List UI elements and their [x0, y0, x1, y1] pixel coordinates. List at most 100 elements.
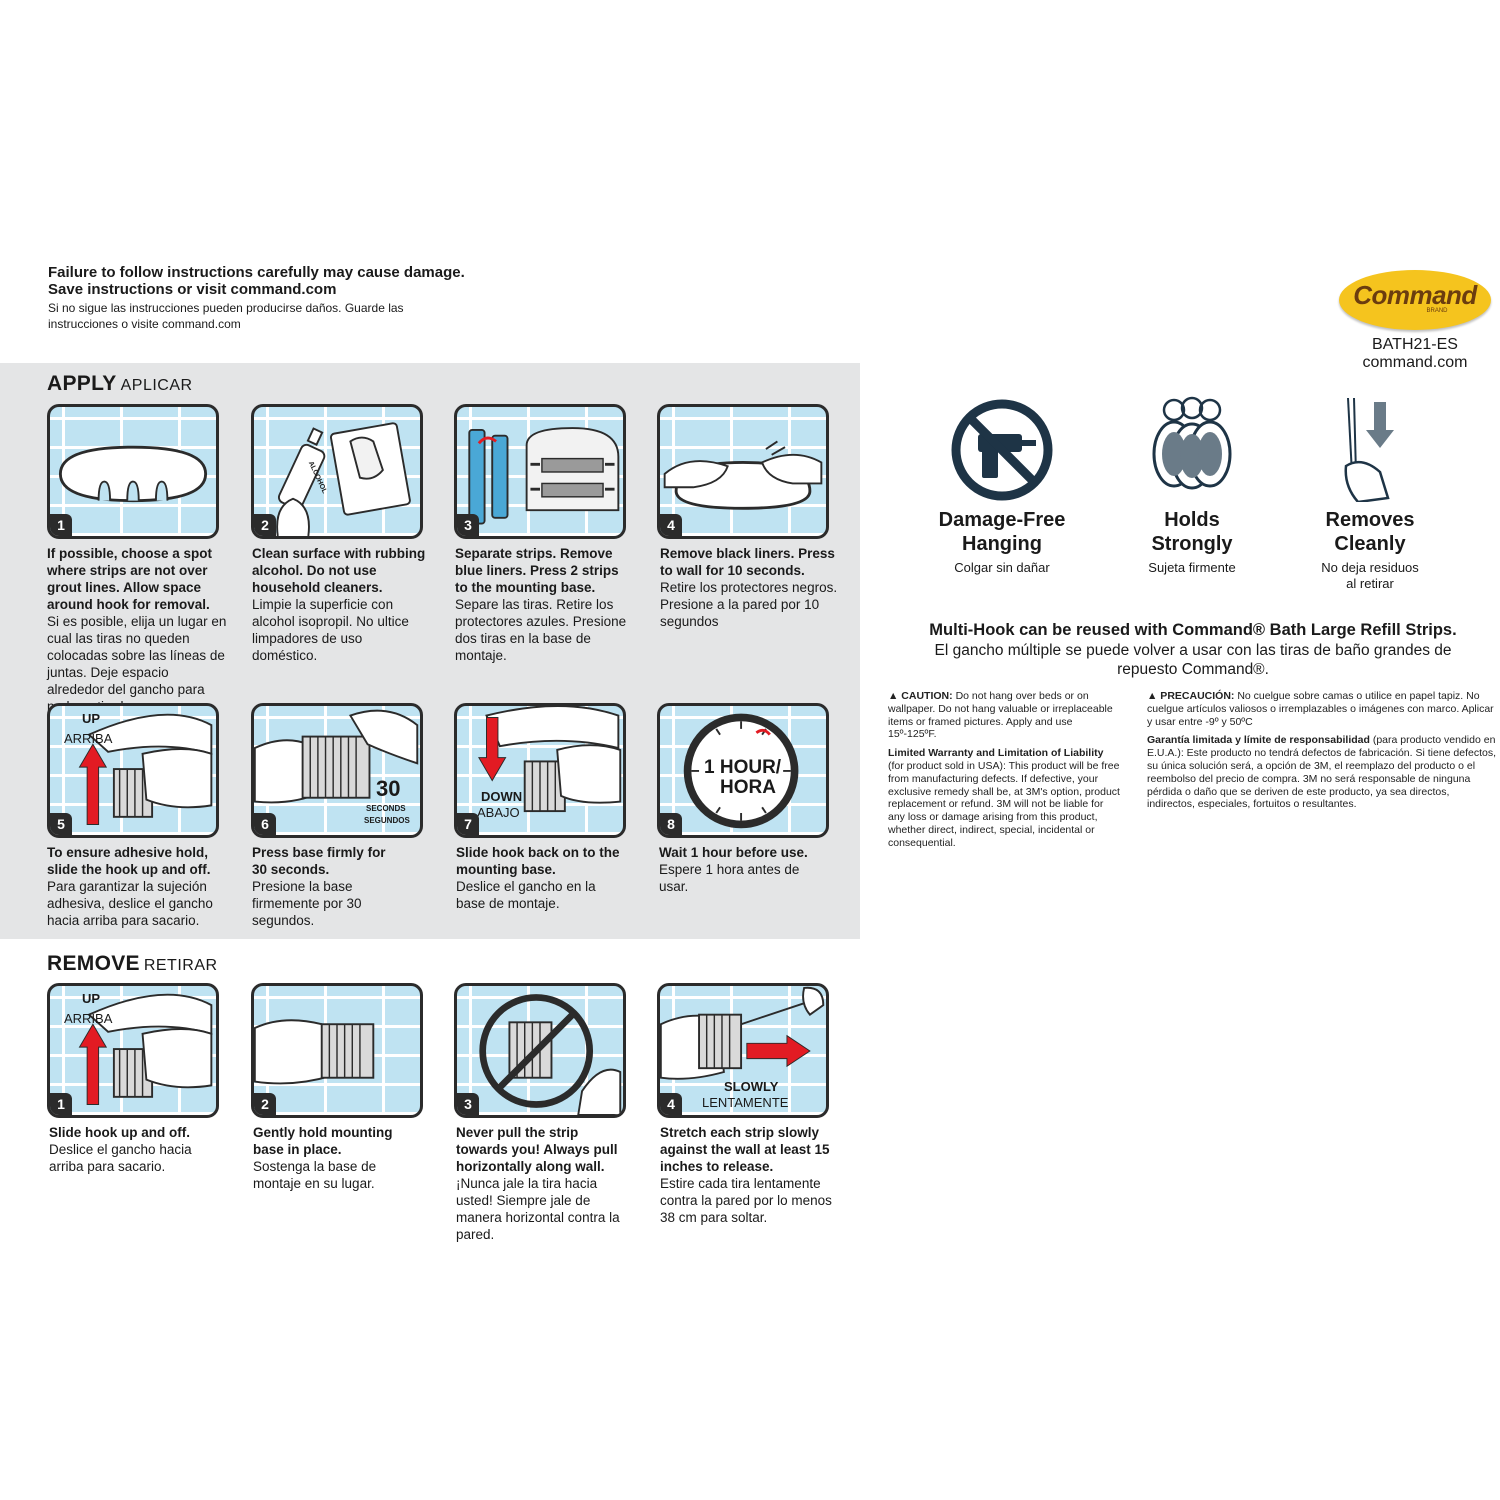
pull-down-icon	[1344, 397, 1394, 502]
apply-step-6-text: Press base firmly for 30 seconds. Presio…	[252, 844, 402, 929]
step-number: 3	[457, 514, 479, 536]
step-number: 1	[50, 1093, 72, 1115]
no-pull-icon	[479, 994, 622, 1115]
bottle-and-cloth-icon	[276, 422, 411, 536]
reuse-note-en: Multi-Hook can be reused with Command® B…	[929, 621, 1457, 639]
caution-label: ▲ CAUTION:	[888, 690, 953, 702]
product-code: BATH21-ES	[1372, 336, 1458, 353]
step-instruction-es: Estire cada tira lentamente contra la pa…	[660, 1176, 832, 1225]
step-instruction-es: Deslice el gancho en la base de montaje.	[456, 879, 596, 911]
precaucion-text: No cuelgue sobre camas o utilice en pape…	[1147, 690, 1494, 728]
step-instruction-es: ¡Nunca jale la tira hacia usted! Siempre…	[456, 1176, 620, 1242]
warning-en-line-1: Failure to follow instructions carefully…	[48, 264, 465, 281]
up-label: UP	[82, 711, 101, 726]
feature-title-line-2: Strongly	[1151, 533, 1233, 555]
arriba-label: ARRIBA	[64, 1011, 113, 1026]
apply-step-8-illustration: 1 HOUR/ HORA 8	[657, 703, 829, 838]
feature-damage-free: Damage-Free Hanging Colgar sin dañar	[912, 398, 1092, 576]
step-instruction-en: Clean surface with rubbing alcohol. Do n…	[252, 546, 426, 595]
apply-step-3-text: Separate strips. Remove blue liners. Pre…	[455, 545, 631, 664]
step-number: 8	[660, 813, 682, 835]
step-instruction-es: Presione la base firmemente por 30 segun…	[252, 879, 362, 928]
step-number: 6	[254, 813, 276, 835]
remove-title-en: REMOVE	[47, 952, 140, 975]
legal-spanish: ▲ PRECAUCIÓN: No cuelgue sobre camas o u…	[1147, 690, 1497, 817]
step-instruction-es: Si es posible, elija un lugar en cual la…	[47, 614, 227, 714]
apply-step-1-illustration: 1	[47, 404, 219, 539]
step-number: 2	[254, 1093, 276, 1115]
feature-title-line-1: Holds	[1164, 509, 1220, 531]
apply-title-es: APLICAR	[120, 377, 193, 394]
slide-hook-up-icon	[78, 713, 213, 825]
apply-step-8-text: Wait 1 hour before use. Espere 1 hora an…	[659, 844, 819, 895]
step-instruction-es: Retire los protectores negros. Presione …	[660, 580, 838, 629]
feature-removes-cleanly: Removes Cleanly No deja residuos al reti…	[1280, 394, 1460, 592]
garantia-paragraph: Garantía limitada y límite de responsabi…	[1147, 734, 1497, 811]
legal-english: ▲ CAUTION: Do not hang over beds or on w…	[888, 690, 1122, 856]
press-base-icon	[254, 709, 419, 804]
logo-subtext: BRAND	[1426, 308, 1448, 314]
step-instruction-en: Slide hook up and off.	[49, 1125, 190, 1140]
step-instruction-en: Remove black liners. Press to wall for 1…	[660, 546, 835, 578]
segundos-label: SEGUNDOS	[364, 816, 410, 825]
step-number: 7	[457, 813, 479, 835]
apply-title-en: APPLY	[47, 372, 117, 395]
step-instruction-es: Limpie la superficie con alcohol isoprop…	[252, 597, 409, 663]
apply-step-5-text: To ensure adhesive hold, slide the hook …	[47, 844, 223, 929]
apply-step-7-text: Slide hook back on to the mounting base.…	[456, 844, 626, 912]
remove-step-1-illustration: UP ARRIBA 1	[47, 983, 219, 1118]
step-instruction-en: Never pull the strip towards you! Always…	[456, 1125, 618, 1174]
step-instruction-es: Deslice el gancho hacia arriba para saca…	[49, 1142, 192, 1174]
apply-step-5-illustration: UP ARRIBA 5	[47, 703, 219, 838]
step-instruction-en: Separate strips. Remove blue liners. Pre…	[455, 546, 619, 595]
warning-en-line-2: Save instructions or visit command.com	[48, 281, 337, 298]
precaucion-paragraph: ▲ PRECAUCIÓN: No cuelgue sobre camas o u…	[1147, 690, 1497, 728]
press-to-wall-icon	[663, 440, 823, 510]
separate-strips-icon	[468, 427, 620, 525]
garantia-text: (para producto vendido en E.U.A.): Este …	[1147, 734, 1497, 811]
step-instruction-es: Separe las tiras. Retire los protectores…	[455, 597, 627, 663]
abajo-label: ABAJO	[477, 805, 520, 820]
warranty-paragraph: Limited Warranty and Limitation of Liabi…	[888, 747, 1122, 849]
down-label: DOWN	[481, 789, 523, 804]
no-drill-icon	[951, 399, 1053, 501]
precaucion-label: ▲ PRECAUCIÓN:	[1147, 690, 1235, 702]
remove-step-3-illustration: 3	[454, 983, 626, 1118]
brand-block: Command BRAND BATH21-ES command.com	[1330, 268, 1500, 372]
apply-step-4-illustration: 4	[657, 404, 829, 539]
logo-text: Command	[1353, 280, 1477, 310]
feature-es-line-2: al retirar	[1346, 576, 1394, 591]
stretch-strip-icon	[660, 986, 825, 1080]
remove-step-3-text: Never pull the strip towards you! Always…	[456, 1124, 626, 1243]
step-instruction-es: Sostenga la base de montaje en su lugar.	[253, 1159, 377, 1191]
slide-hook-up-icon	[78, 993, 213, 1105]
remove-step-1-text: Slide hook up and off. Deslice el gancho…	[49, 1124, 209, 1175]
seconds-label: SECONDS	[366, 804, 406, 813]
hora-label: HORA	[720, 777, 776, 798]
arriba-label: ARRIBA	[64, 731, 113, 746]
remove-step-2-illustration: 2	[251, 983, 423, 1118]
step-instruction-en: If possible, choose a spot where strips …	[47, 546, 213, 612]
step-instruction-en: Press base firmly for 30 seconds.	[252, 845, 386, 877]
command-logo: Command BRAND	[1335, 268, 1495, 336]
step-number: 1	[50, 514, 72, 536]
step-instruction-es: Espere 1 hora antes de usar.	[659, 862, 800, 894]
step-instruction-en: Wait 1 hour before use.	[659, 845, 808, 860]
step-number: 3	[457, 1093, 479, 1115]
apply-step-7-illustration: DOWN ABAJO 7	[454, 703, 626, 838]
feature-es-line-1: No deja residuos	[1321, 560, 1419, 575]
brand-website: command.com	[1362, 354, 1468, 371]
warning-header: Failure to follow instructions carefully…	[48, 264, 608, 332]
step-instruction-en: Slide hook back on to the mounting base.	[456, 845, 620, 877]
reuse-note-es: El gancho múltiple se puede volver a usa…	[934, 642, 1452, 678]
step-number: 4	[660, 514, 682, 536]
feature-title-line-1: Removes	[1325, 509, 1415, 531]
remove-step-2-text: Gently hold mounting base in place. Sost…	[253, 1124, 413, 1192]
step-instruction-en: To ensure adhesive hold, slide the hook …	[47, 845, 211, 877]
step-instruction-en: Gently hold mounting base in place.	[253, 1125, 393, 1157]
caution-text: Do not hang over beds or on wallpaper. D…	[888, 690, 1113, 741]
slowly-label: SLOWLY	[724, 1079, 779, 1094]
apply-step-2-illustration: ALCOHOL 2	[251, 404, 423, 539]
reuse-note: Multi-Hook can be reused with Command® B…	[886, 620, 1500, 679]
